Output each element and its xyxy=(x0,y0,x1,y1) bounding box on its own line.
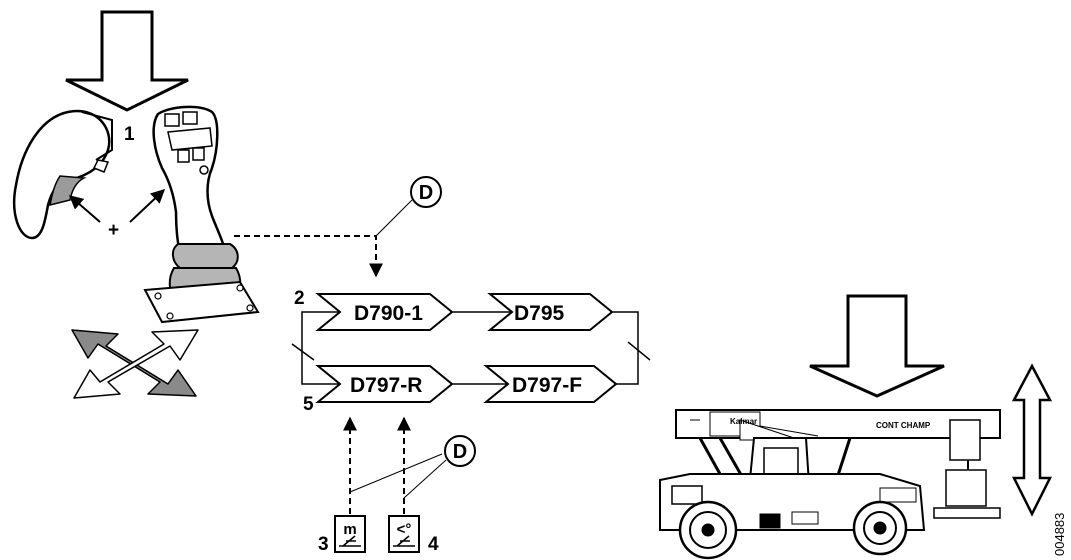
machine-boom-text: CONT CHAMP xyxy=(876,421,931,430)
diagonal-arrows-icon xyxy=(72,330,212,398)
svg-text:D795: D795 xyxy=(514,302,565,325)
label-4: 4 xyxy=(428,534,439,555)
label-5: 5 xyxy=(303,394,314,415)
label-3: 3 xyxy=(318,534,329,555)
label-2: 2 xyxy=(294,288,305,309)
label-1: 1 xyxy=(124,124,135,145)
joystick-icon: + xyxy=(14,107,258,322)
callout-d-top-letter: D xyxy=(419,182,433,204)
load-sensor-icon: m xyxy=(335,516,365,552)
svg-text:m: m xyxy=(343,521,356,538)
machine-brand: Kalmar xyxy=(730,417,757,426)
document-id: 004883 xyxy=(1052,513,1067,556)
svg-text:<°: <° xyxy=(397,521,412,538)
svg-text:D797-F: D797-F xyxy=(512,374,582,397)
reach-stacker-icon xyxy=(660,410,1000,558)
angle-sensor-icon: <° xyxy=(389,516,419,552)
svg-text:D790-1: D790-1 xyxy=(354,302,423,325)
plus-sign: + xyxy=(108,220,119,241)
svg-text:D797-R: D797-R xyxy=(350,374,422,397)
down-arrow-icon xyxy=(66,12,188,110)
vertical-double-arrow-icon xyxy=(1014,366,1050,514)
down-arrow-icon-machine xyxy=(810,296,944,396)
callout-d-bottom-letter: D xyxy=(453,441,467,463)
